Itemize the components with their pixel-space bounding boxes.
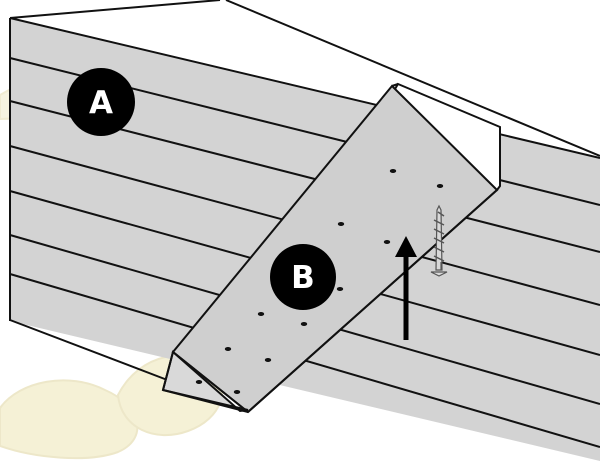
screw-hole (337, 222, 345, 226)
beam (161, 82, 501, 414)
label-b-text: B (291, 260, 315, 296)
screw-hole (224, 347, 232, 351)
screw-holes (195, 169, 444, 394)
screw-hole (264, 358, 272, 362)
screw-hole (389, 169, 397, 173)
screw-hole (300, 322, 308, 326)
screw-icon (430, 204, 448, 277)
screw-hole (195, 380, 203, 384)
screw-hole (436, 184, 444, 188)
screw-hole (336, 287, 344, 291)
screw-hole (233, 390, 241, 394)
up-arrow-icon (395, 236, 417, 340)
label-b: B (270, 244, 336, 310)
label-a: A (67, 68, 135, 136)
screw-hole (257, 312, 265, 316)
screw-hole (383, 240, 391, 244)
label-a-text: A (89, 85, 113, 121)
